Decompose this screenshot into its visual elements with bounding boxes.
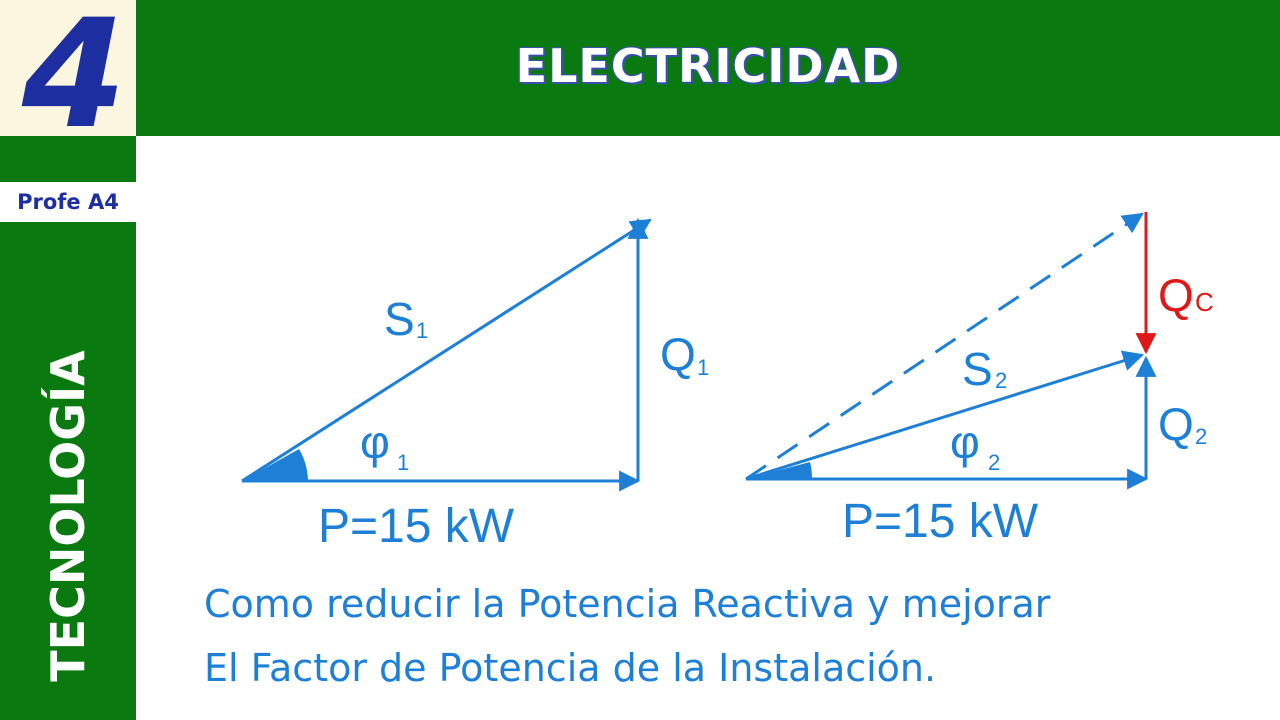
- phi1-subscript: 1: [397, 450, 409, 475]
- q2-label: Q: [1158, 398, 1194, 450]
- q1-label: Q: [660, 328, 696, 380]
- s1-dashed-vector: [745, 212, 1144, 481]
- right-power-triangle: Q C S 2 Q 2 φ 2 P=15 kW: [745, 212, 1214, 548]
- caption-line-2: El Factor de Potencia de la Instalación.: [204, 646, 937, 690]
- s2-label: S: [962, 343, 993, 395]
- q1-subscript: 1: [697, 355, 709, 380]
- sidebar: [0, 136, 136, 720]
- phi2-subscript: 2: [988, 450, 1000, 475]
- qc-label: Q: [1158, 269, 1194, 321]
- s2-vector: [745, 350, 1145, 481]
- p-label-left: P=15 kW: [318, 500, 515, 553]
- phi2-label: φ: [950, 416, 980, 468]
- q2-subscript: 2: [1195, 424, 1207, 449]
- p-label-right: P=15 kW: [842, 495, 1039, 548]
- page-title: ELECTRICIDAD: [515, 39, 901, 93]
- left-power-triangle: S 1 Q 1 φ 1 P=15 kW: [241, 217, 709, 553]
- caption-line-1: Como reducir la Potencia Reactiva y mejo…: [204, 582, 1051, 626]
- logo-text: 4: [21, 0, 126, 136]
- logo-4-icon: 4: [21, 0, 126, 162]
- s1-subscript: 1: [416, 318, 428, 343]
- phi1-angle-arc: [242, 449, 308, 481]
- logo: 4: [0, 0, 136, 162]
- s1-vector: [241, 218, 652, 483]
- phi1-label: φ: [360, 416, 390, 468]
- header-bar: ELECTRICIDAD: [136, 0, 1280, 136]
- qc-subscript: C: [1195, 287, 1214, 317]
- s1-label: S: [384, 293, 415, 345]
- s2-subscript: 2: [995, 368, 1007, 393]
- profe-badge: Profe A4: [0, 182, 136, 222]
